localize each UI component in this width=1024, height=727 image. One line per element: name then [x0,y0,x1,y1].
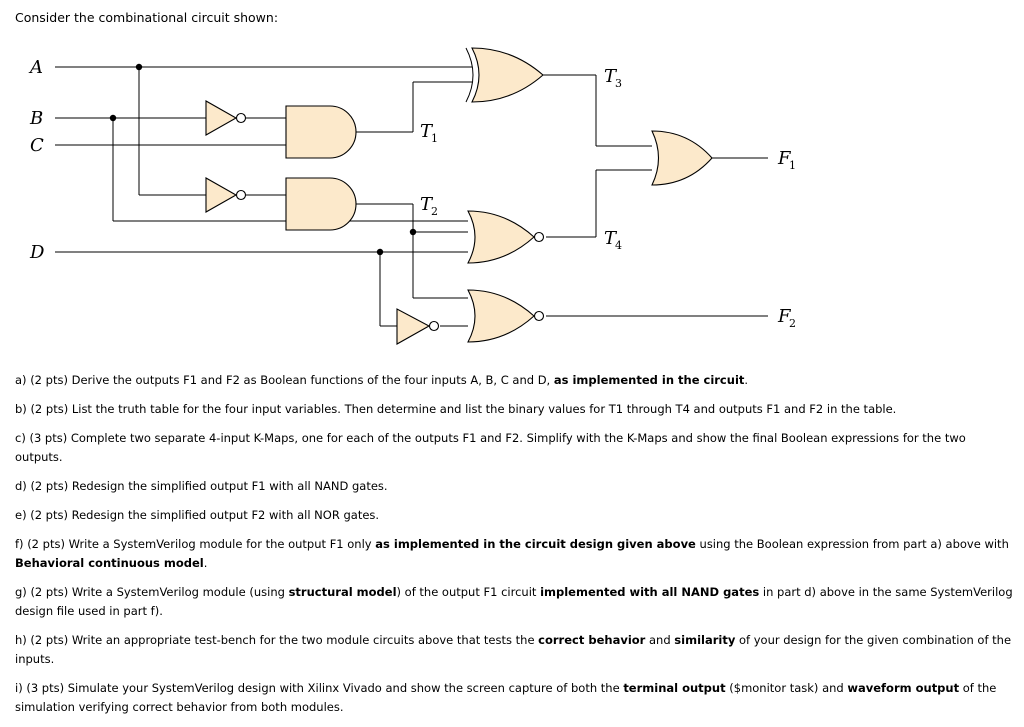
junction-dots [109,63,417,256]
question-text: using the Boolean expression from part a… [695,537,1009,551]
question-text: h) (2 pts) Write an appropriate test-ben… [15,633,539,647]
label-t4: T [604,228,618,249]
question-emphasis: structural model [288,585,397,599]
question-d: d) (2 pts) Redesign the simplified outpu… [15,477,1013,496]
label-f2-sub: 2 [789,317,796,330]
or-gate-f1 [651,130,713,186]
question-text: ) of the output F1 circuit [396,585,541,599]
question-text: e) (2 pts) Redesign the simplified outpu… [15,508,380,522]
label-f1: F [777,148,792,169]
label-a: A [28,57,43,78]
question-i: i) (3 pts) Simulate your SystemVerilog d… [15,679,1013,717]
label-t1-sub: 1 [431,132,438,145]
and-gate-t2 [285,177,357,231]
question-emphasis: as implemented in the circuit [553,373,745,387]
nor-gate-t4 [467,210,545,264]
label-b: B [29,108,43,129]
label-f2: F [777,306,792,327]
question-emphasis: as implemented in the circuit design giv… [375,537,696,551]
question-g: g) (2 pts) Write a SystemVerilog module … [15,583,1013,621]
question-a: a) (2 pts) Derive the outputs F1 and F2 … [15,371,1013,390]
question-emphasis: similarity [674,633,736,647]
question-text: c) (3 pts) Complete two separate 4-input… [15,431,966,464]
question-text: . [203,556,208,570]
question-text: i) (3 pts) Simulate your SystemVerilog d… [15,681,624,695]
question-text: of your design for the given combination… [15,633,1012,666]
signal-labels: A B C D T 1 T 2 T 3 T 4 F 1 F 2 [28,57,796,330]
question-text: a) (2 pts) Derive the outputs F1 and F2 … [15,373,554,387]
label-t4-sub: 4 [615,239,622,252]
label-t2-sub: 2 [431,205,438,218]
label-f1-sub: 1 [789,159,796,172]
inverter-a [205,177,247,213]
question-text: in part d) above in the same SystemVeril… [15,585,1013,618]
junction-dot [376,248,384,256]
question-text: . [744,373,749,387]
question-e: e) (2 pts) Redesign the simplified outpu… [15,506,1013,525]
intro-text: Consider the combinational circuit shown… [15,10,279,25]
question-f: f) (2 pts) Write a SystemVerilog module … [15,535,1013,573]
question-c: c) (3 pts) Complete two separate 4-input… [15,429,1013,467]
label-t2: T [420,194,434,215]
xor-gate-t3 [465,47,544,103]
label-d: D [29,242,45,263]
question-emphasis: waveform output [847,681,960,695]
question-text: g) (2 pts) Write a SystemVerilog module … [15,585,289,599]
question-text: f) (2 pts) Write a SystemVerilog module … [15,537,376,551]
inverter-b [205,100,247,136]
junction-dot [109,114,117,122]
question-b: b) (2 pts) List the truth table for the … [15,400,1013,419]
junction-dot [409,228,417,236]
question-emphasis: correct behavior [538,633,646,647]
question-emphasis: implemented with all NAND gates [540,585,760,599]
question-text: b) (2 pts) List the truth table for the … [15,402,897,416]
question-text: d) (2 pts) Redesign the simplified outpu… [15,479,388,493]
question-text: and [645,633,675,647]
question-list: a) (2 pts) Derive the outputs F1 and F2 … [15,371,1013,727]
circuit-diagram: A B C D T 1 T 2 T 3 T 4 F 1 F 2 [28,47,796,345]
label-t3: T [604,66,618,87]
inverter-d [396,308,440,345]
nor-gate-f2 [467,289,545,343]
question-emphasis: terminal output [623,681,726,695]
label-t1: T [420,121,434,142]
junction-dot [135,63,143,71]
label-c: C [30,135,44,156]
question-emphasis: Behavioral continuous model [15,556,204,570]
question-h: h) (2 pts) Write an appropriate test-ben… [15,631,1013,669]
wires [55,66,768,327]
question-text: ($monitor task) and [725,681,848,695]
and-gate-t1 [285,105,357,159]
label-t3-sub: 3 [615,77,622,90]
